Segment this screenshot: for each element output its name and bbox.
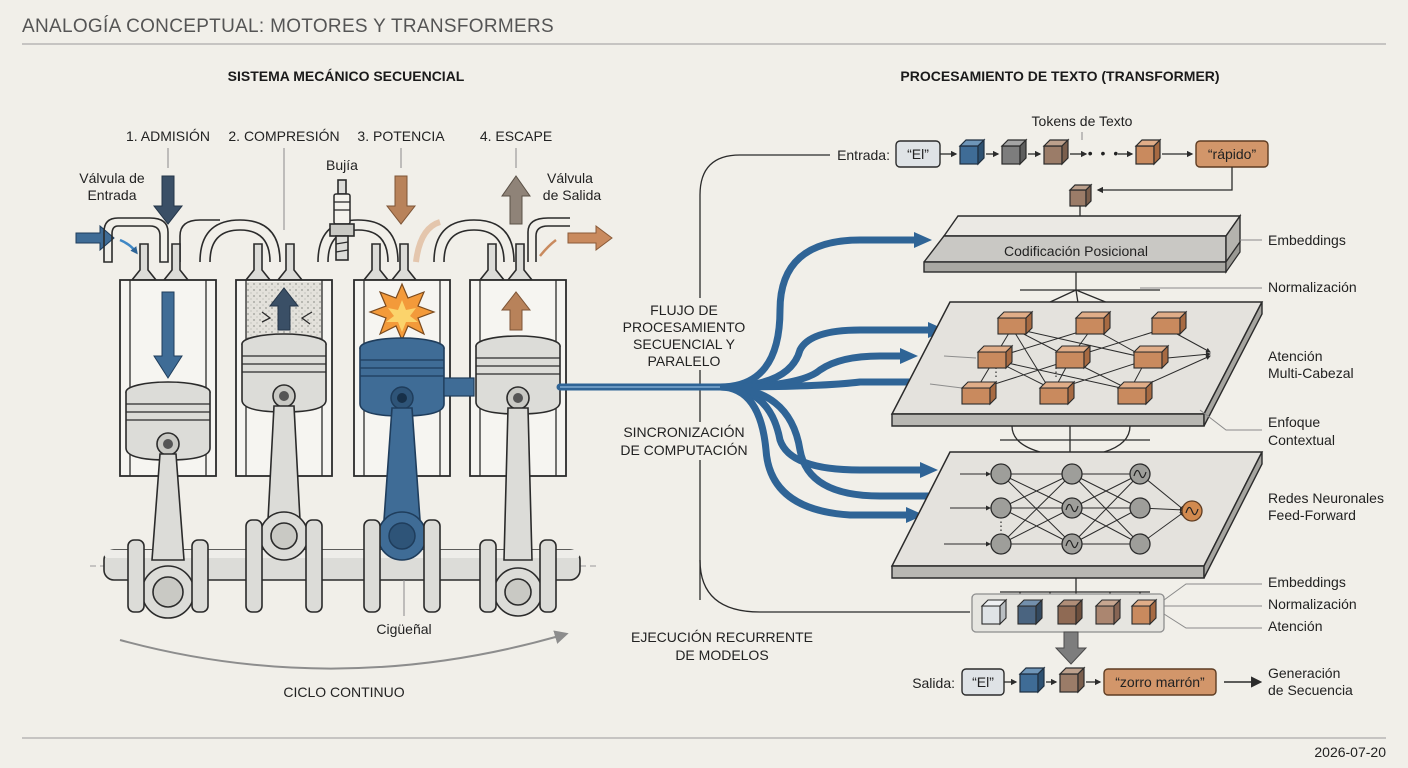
cylinder-exhaust: [469, 279, 567, 617]
positional-encoding-layer: Codificación Posicional: [923, 213, 1242, 274]
side-label-normalization: Normalización: [1268, 279, 1357, 295]
svg-text:⋮: ⋮: [1050, 365, 1062, 379]
sync-label-2: DE COMPUTACIÓN: [620, 442, 747, 458]
exhaust-flow-arrow-icon: [567, 225, 613, 251]
output-embeddings-tray: [971, 593, 1165, 633]
stroke-label-exhaust: 4. ESCAPE: [480, 128, 552, 144]
crankshaft-label: Cigüeñal: [376, 621, 431, 637]
spark-plug-label: Bujía: [326, 157, 358, 173]
side-label-ffn-2: Feed-Forward: [1268, 507, 1356, 523]
output-row-cube-brown: [1058, 666, 1086, 694]
valves: [130, 243, 534, 281]
cylinder-head: [103, 217, 570, 263]
crankshaft: [90, 549, 600, 581]
input-token-first-text: “El”: [907, 146, 929, 162]
ffn-connections: [944, 471, 1185, 547]
input-token-cube-blue: [958, 138, 986, 166]
exhaust-valve-label-1: Válvula: [547, 170, 593, 186]
input-token-cube-brown: [1042, 138, 1070, 166]
ffn-nodes: [990, 463, 1203, 555]
sync-label-1: SINCRONIZACIÓN: [623, 424, 744, 440]
input-label: Entrada:: [837, 147, 890, 163]
engine-section: SISTEMA MECÁNICO SECUENCIAL 1. ADMISIÓN …: [75, 68, 613, 700]
output-cube-orange: [1130, 598, 1158, 626]
attention-layer: ⋮ ⋮: [890, 301, 1264, 427]
positional-encoding-label: Codificación Posicional: [1004, 243, 1148, 259]
input-token-last-text: “rápido”: [1208, 146, 1257, 162]
flow-label-2: PROCESAMIENTO: [623, 319, 746, 335]
output-down-arrow-icon: [1054, 631, 1088, 665]
flow-label-1: FLUJO DE: [650, 302, 718, 318]
stroke-label-compression: 2. COMPRESIÓN: [228, 128, 339, 144]
side-label-attention-2: Multi-Cabezal: [1268, 365, 1354, 381]
side-label-attention-1: Atención: [1268, 348, 1322, 364]
transformer-section: PROCESAMIENTO DE TEXTO (TRANSFORMER) Tok…: [837, 68, 1384, 698]
side-label-focus-1: Enfoque: [1268, 414, 1320, 430]
svg-text:⋮: ⋮: [995, 519, 1007, 533]
exhaust-piston-arrow-icon: [500, 291, 532, 331]
exhaust-up-arrow-icon: [501, 175, 531, 225]
attention-cubes: [960, 310, 1188, 406]
side-label-embeddings-2: Embeddings: [1268, 574, 1346, 590]
side-label-generation-2: de Secuencia: [1268, 682, 1353, 698]
output-label: Salida:: [912, 675, 955, 691]
intake-down-arrow-icon: [152, 175, 184, 225]
intake-valve-label-1: Válvula de: [79, 170, 145, 186]
side-label-embeddings: Embeddings: [1268, 232, 1346, 248]
svg-text:• • •: • • •: [1088, 145, 1120, 161]
side-label-generation-1: Generación: [1268, 665, 1340, 681]
cycle-arrow: [119, 630, 569, 670]
output-row-cube-blue: [1018, 666, 1046, 694]
spark-plug-icon: [329, 179, 355, 261]
page-title: ANALOGÍA CONCEPTUAL: MOTORES Y TRANSFORM…: [22, 16, 554, 37]
transformer-heading: PROCESAMIENTO DE TEXTO (TRANSFORMER): [900, 68, 1219, 84]
embedding-token-cube: [1068, 183, 1093, 208]
input-token-cube-gray: [1000, 138, 1028, 166]
output-token-last: [1103, 668, 1217, 696]
svg-text:⋮: ⋮: [990, 365, 1002, 379]
tokens-label: Tokens de Texto: [1032, 113, 1133, 129]
cylinder-intake: [119, 279, 217, 619]
intake-flow-arrow-icon: [75, 224, 115, 252]
intake-piston-arrow-icon: [153, 291, 183, 379]
output-token-first-text: “El”: [972, 674, 994, 690]
flow-section: FLUJO DE PROCESAMIENTO SECUENCIAL Y PARA…: [556, 154, 970, 663]
side-label-focus-2: Contextual: [1268, 432, 1335, 448]
side-label-normalization-2: Normalización: [1268, 596, 1357, 612]
recurrent-loop-line: [699, 154, 830, 600]
compression-up-arrow-icon: [268, 287, 300, 331]
cylinder-compression: [235, 279, 333, 613]
footer-date: 2026-07-20: [1314, 744, 1386, 760]
input-token-cube-orange: [1134, 138, 1162, 166]
cycle-label: CICLO CONTINUO: [283, 684, 404, 700]
side-label-attention-3: Atención: [1268, 618, 1322, 634]
cylinder-power: [353, 279, 451, 613]
engine-heading: SISTEMA MECÁNICO SECUENCIAL: [228, 68, 465, 84]
recurrent-label-2: DE MODELOS: [675, 647, 768, 663]
output-cube-brown: [1056, 598, 1084, 626]
stroke-label-intake: 1. ADMISIÓN: [126, 128, 210, 144]
flow-label-4: PARALELO: [648, 353, 721, 369]
output-cube-tan: [1094, 598, 1122, 626]
intake-valve-label-2: Entrada: [87, 187, 136, 203]
flow-label-3: SECUENCIAL Y: [633, 336, 736, 352]
output-cube-white: [980, 598, 1008, 626]
power-down-arrow-icon: [385, 175, 417, 225]
output-token-last-text: “zorro marrón”: [1115, 674, 1205, 690]
recurrent-label-1: EJECUCIÓN RECURRENTE: [631, 629, 813, 645]
output-cube-blue: [1016, 598, 1044, 626]
ffn-layer: ⋮: [890, 451, 1264, 579]
stroke-label-power: 3. POTENCIA: [357, 128, 445, 144]
exhaust-valve-label-2: de Salida: [543, 187, 602, 203]
side-label-ffn-1: Redes Neuronales: [1268, 490, 1384, 506]
